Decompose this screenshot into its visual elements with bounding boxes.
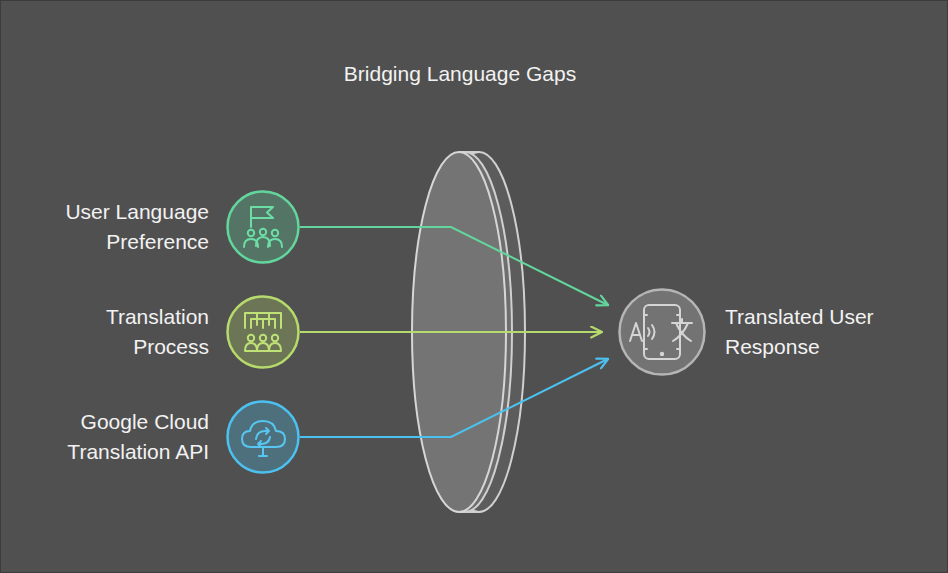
icon-circle-node: Google Cloud Translation API bbox=[226, 400, 300, 474]
node-label: Translated User Response bbox=[725, 302, 903, 362]
label-wrapper: Translation Process bbox=[31, 302, 209, 362]
circle-outline bbox=[618, 288, 706, 376]
diagram-title: Bridging Language Gaps bbox=[1, 62, 919, 86]
node-label: Google Cloud Translation API bbox=[31, 407, 209, 467]
icon-circle-node: Translation Process bbox=[226, 295, 300, 369]
circle-outline bbox=[226, 400, 300, 474]
circle-outline bbox=[226, 190, 300, 264]
node-label: User Language Preference bbox=[31, 197, 209, 257]
circle-shape bbox=[620, 290, 705, 375]
label-wrapper: Google Cloud Translation API bbox=[31, 407, 209, 467]
circle-shape bbox=[228, 192, 299, 263]
circle-outline bbox=[226, 295, 300, 369]
arrow-connector bbox=[300, 331, 602, 333]
arrow-connector bbox=[300, 227, 608, 305]
icon-circle-node: Translated User Response bbox=[618, 288, 706, 376]
circle-shape bbox=[228, 402, 299, 473]
circle-shape bbox=[228, 297, 299, 368]
icon-circle-node: User Language Preference bbox=[226, 190, 300, 264]
node-label: Translation Process bbox=[31, 302, 209, 362]
label-wrapper: Translated User Response bbox=[725, 302, 903, 362]
arrow-connector bbox=[300, 359, 608, 437]
label-wrapper: User Language Preference bbox=[31, 197, 209, 257]
